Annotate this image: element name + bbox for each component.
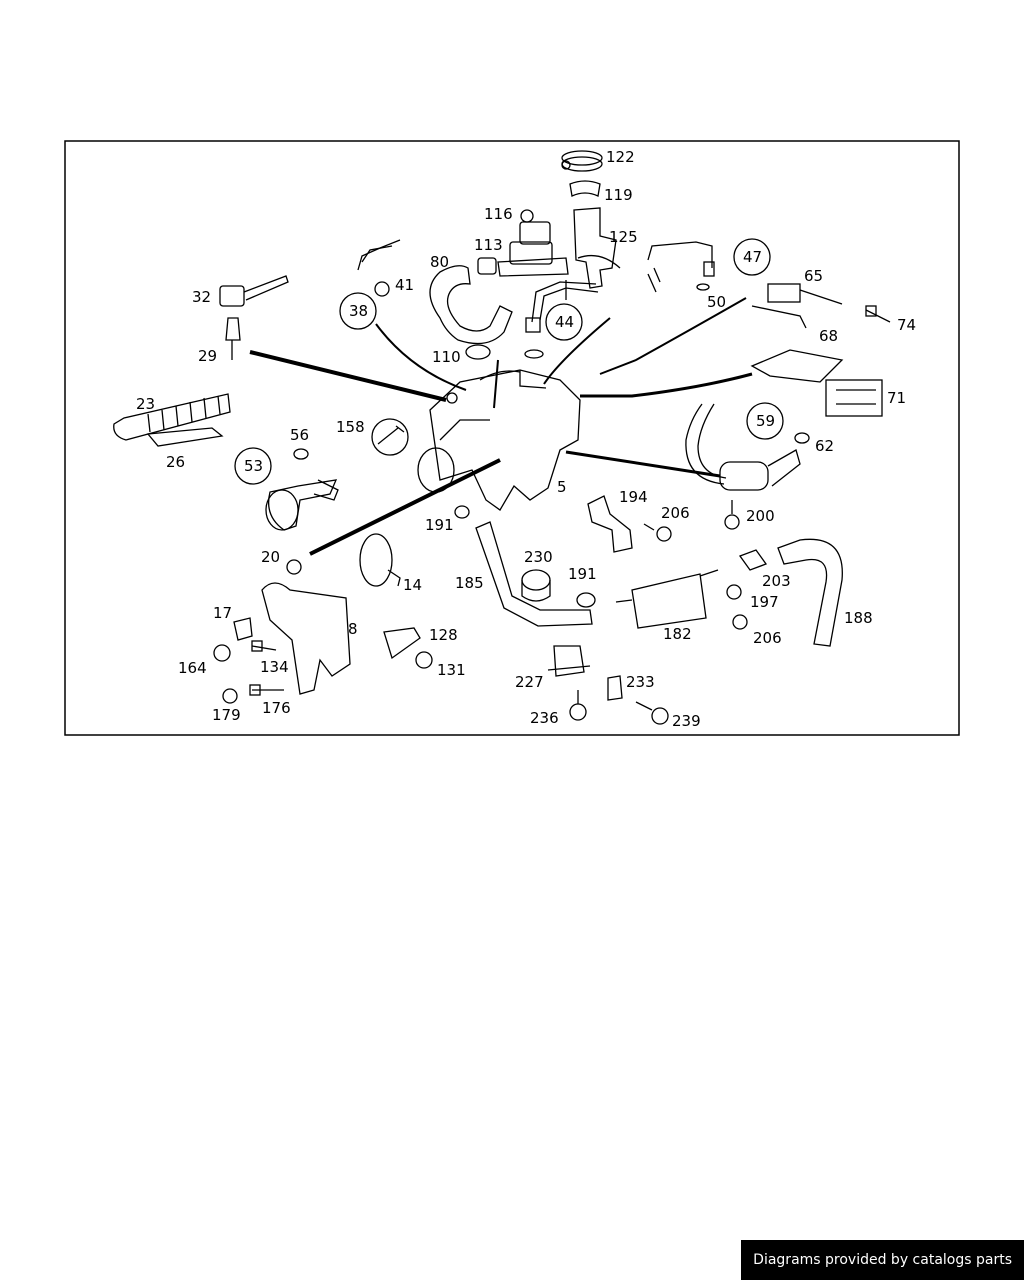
part-label: 56 <box>290 426 309 444</box>
part-label: 47 <box>743 248 762 266</box>
part-label: 230 <box>524 548 553 566</box>
arrows <box>249 297 753 556</box>
part-label: 5 <box>557 478 567 496</box>
part-label: 74 <box>897 316 916 334</box>
part-label: 191 <box>425 516 454 534</box>
part-label: 65 <box>804 267 823 285</box>
part-label: 185 <box>455 574 484 592</box>
part-label: 23 <box>136 395 155 413</box>
part-label: 113 <box>474 236 503 254</box>
part-label: 182 <box>663 625 692 643</box>
part-label: 20 <box>261 548 280 566</box>
part-label: 14 <box>403 576 422 594</box>
part-label: 200 <box>746 507 775 525</box>
part-label: 188 <box>844 609 873 627</box>
part-label: 122 <box>606 148 635 166</box>
part-label: 119 <box>604 186 633 204</box>
part-label: 233 <box>626 673 655 691</box>
part-label: 239 <box>672 712 701 730</box>
diagram-frame <box>64 140 960 736</box>
part-label: 134 <box>260 658 289 676</box>
part-label: 26 <box>166 453 185 471</box>
part-label: 197 <box>750 593 779 611</box>
part-label: 227 <box>515 673 544 691</box>
part-label: 203 <box>762 572 791 590</box>
part-label: 53 <box>244 457 263 475</box>
part-label: 80 <box>430 253 449 271</box>
part-label: 17 <box>213 604 232 622</box>
callout-44 <box>545 303 583 341</box>
part-label: 158 <box>336 418 365 436</box>
part-label: 71 <box>887 389 906 407</box>
part-label: 62 <box>815 437 834 455</box>
part-label: 236 <box>530 709 559 727</box>
part-label: 206 <box>753 629 782 647</box>
part-label: 38 <box>349 302 368 320</box>
part-label: 128 <box>429 626 458 644</box>
part-label: 50 <box>707 293 726 311</box>
part-label: 8 <box>348 620 358 638</box>
callout-59 <box>746 402 784 440</box>
callout-38 <box>339 292 377 330</box>
part-labels: 122 119 116 113 125 80 47 65 41 38 32 29… <box>136 148 916 730</box>
callout-53 <box>234 447 272 485</box>
part-label: 68 <box>819 327 838 345</box>
part-label: 194 <box>619 488 648 506</box>
part-label: 191 <box>568 565 597 583</box>
part-label: 116 <box>484 205 513 223</box>
part-label: 41 <box>395 276 414 294</box>
part-label: 110 <box>432 348 461 366</box>
callout-47 <box>733 238 771 276</box>
part-label: 32 <box>192 288 211 306</box>
part-label: 206 <box>661 504 690 522</box>
part-label: 131 <box>437 661 466 679</box>
part-label: 179 <box>212 706 241 724</box>
part-label: 59 <box>756 412 775 430</box>
footer-credit: Diagrams provided by catalogs parts <box>741 1240 1024 1280</box>
part-label: 176 <box>262 699 291 717</box>
part-label: 29 <box>198 347 217 365</box>
part-label: 164 <box>178 659 207 677</box>
part-label: 44 <box>555 313 574 331</box>
part-label: 125 <box>609 228 638 246</box>
